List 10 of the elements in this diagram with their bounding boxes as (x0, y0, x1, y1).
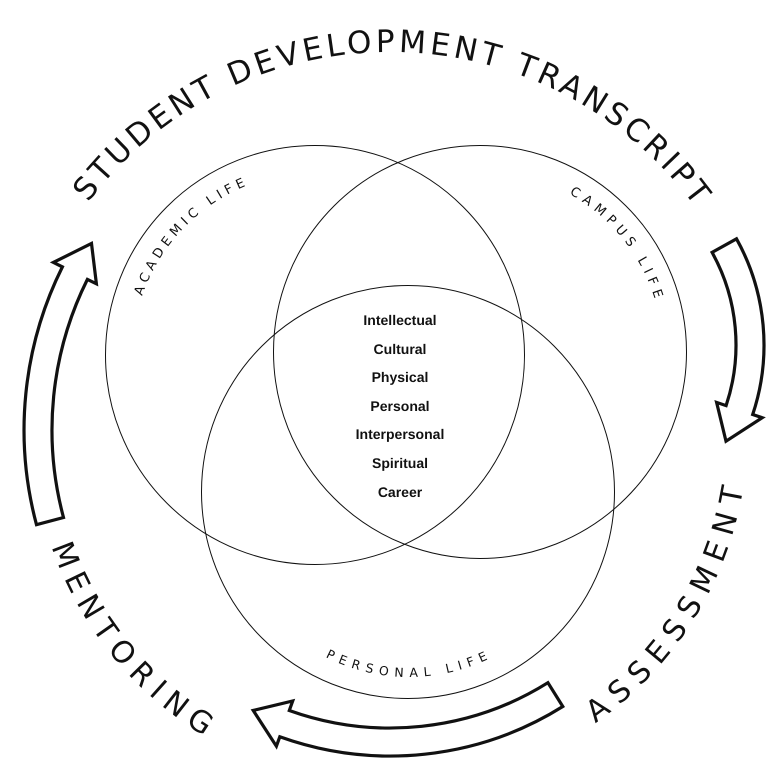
list-item: Intellectual (363, 311, 437, 330)
list-item: Personal (370, 396, 430, 416)
list-item: Interpersonal (356, 425, 444, 444)
list-item: Physical (372, 368, 428, 388)
block-arrow (252, 681, 564, 758)
list-item: Career (378, 482, 422, 502)
block-arrow (710, 237, 766, 443)
block-arrow (22, 242, 98, 526)
list-item: Cultural (374, 340, 426, 359)
list-item: Spiritual (372, 454, 428, 473)
